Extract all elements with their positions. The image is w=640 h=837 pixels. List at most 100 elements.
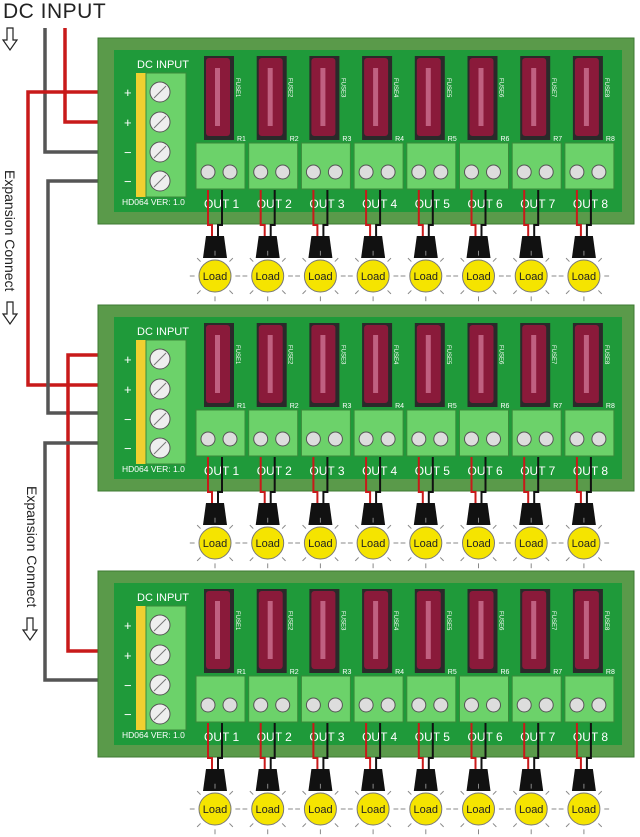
- light-ray: [281, 823, 286, 828]
- fuse-label: FUSE1: [234, 611, 240, 631]
- load-positive-wire: [365, 457, 372, 505]
- load-bulb: [567, 259, 601, 293]
- resistor-label: R5: [448, 669, 457, 676]
- terminal-screw: [358, 697, 374, 713]
- board-header: DC INPUT: [137, 592, 189, 604]
- resistor-label: R3: [342, 669, 351, 676]
- screw-slot: [153, 441, 167, 455]
- terminal-screw: [591, 164, 607, 180]
- light-ray: [407, 823, 412, 828]
- light-ray: [354, 290, 360, 295]
- load-bulb: [251, 792, 285, 826]
- light-ray: [196, 290, 201, 295]
- polarity-label: −: [124, 412, 132, 427]
- light-ray: [512, 823, 518, 828]
- load-positive-wire: [523, 457, 530, 505]
- load-positive-wire: [207, 190, 213, 238]
- load-label: Load: [466, 538, 490, 550]
- terminal-screw: [538, 164, 554, 180]
- load-negative-wire: [322, 190, 329, 238]
- terminal-screw: [275, 431, 291, 447]
- resistor-label: R7: [553, 403, 562, 410]
- light-ray: [387, 823, 392, 828]
- bulb-base: [255, 236, 280, 258]
- load-label: Load: [519, 538, 543, 550]
- load-positive-wire: [523, 190, 530, 238]
- load-label: Load: [203, 271, 227, 283]
- light-ray: [512, 290, 518, 295]
- polarity-label: +: [124, 618, 132, 633]
- light-ray: [439, 257, 445, 262]
- bulb-base: [571, 503, 596, 525]
- load-label: Load: [361, 538, 385, 550]
- resistor-label: R5: [448, 136, 457, 143]
- bulb-base: [571, 236, 596, 258]
- fuse-element: [320, 68, 326, 126]
- bulb-base: [466, 503, 491, 525]
- light-ray: [565, 257, 570, 262]
- terminal-screw: [380, 164, 396, 180]
- load-label: Load: [308, 538, 332, 550]
- load-positive-wire: [470, 723, 477, 771]
- load-negative-wire: [585, 457, 592, 505]
- fuse-element: [320, 335, 326, 393]
- light-ray: [460, 524, 465, 529]
- light-ray: [492, 257, 497, 262]
- terminal-screw: [569, 697, 585, 713]
- load-label: Load: [519, 271, 543, 283]
- terminal-screw: [358, 164, 374, 180]
- light-ray: [387, 557, 392, 562]
- load-positive-wire: [312, 723, 319, 771]
- terminal-screw: [305, 164, 321, 180]
- light-ray: [249, 524, 254, 529]
- fuse-label: FUSE1: [234, 345, 240, 365]
- polarity-label: +: [124, 382, 132, 397]
- light-ray: [334, 790, 339, 795]
- resistor-label: R4: [395, 403, 404, 410]
- light-ray: [302, 823, 307, 828]
- light-ray: [439, 823, 445, 828]
- fuse-element: [373, 601, 379, 659]
- light-ray: [354, 257, 360, 262]
- load-positive-wire: [259, 190, 266, 238]
- load-negative-wire: [533, 190, 540, 238]
- load-negative-wire: [217, 723, 223, 771]
- bulb-base: [413, 769, 438, 791]
- light-ray: [545, 790, 550, 795]
- fuse-label: FUSE3: [339, 611, 345, 631]
- light-ray: [387, 790, 392, 795]
- light-ray: [354, 524, 360, 529]
- output-terminal-block: [564, 142, 615, 190]
- load-negative-wire: [322, 723, 329, 771]
- light-ray: [334, 823, 339, 828]
- terminal-screw: [200, 164, 216, 180]
- load-positive-wire: [523, 723, 530, 771]
- fuse-label: FUSE6: [498, 611, 504, 631]
- resistor-label: R1: [237, 669, 246, 676]
- bulb-base: [361, 503, 386, 525]
- resistor-label: R4: [395, 669, 404, 676]
- output-terminal-block: [511, 142, 562, 190]
- output-terminal-block: [195, 675, 246, 723]
- light-ray: [281, 524, 286, 529]
- fuse-label: FUSE8: [603, 78, 609, 98]
- fuse-label: FUSE4: [392, 345, 398, 365]
- light-ray: [229, 557, 234, 562]
- resistor-label: R2: [290, 669, 299, 676]
- dc-input-title: DC INPUT: [3, 0, 107, 23]
- fuse-label: FUSE7: [550, 611, 556, 631]
- light-ray: [249, 823, 254, 828]
- light-ray: [597, 557, 603, 562]
- load-bulb: [514, 259, 548, 293]
- load-bulb: [356, 526, 390, 560]
- load-bulb: [462, 792, 495, 826]
- load-bulb: [567, 526, 601, 560]
- fuse-element: [320, 601, 326, 659]
- negative-expansion-wire: [46, 179, 130, 415]
- light-ray: [439, 557, 445, 562]
- load-negative-wire: [217, 457, 223, 505]
- terminal-screw: [275, 164, 291, 180]
- light-ray: [512, 557, 518, 562]
- terminal-screw: [380, 431, 396, 447]
- terminal-screw: [222, 431, 238, 447]
